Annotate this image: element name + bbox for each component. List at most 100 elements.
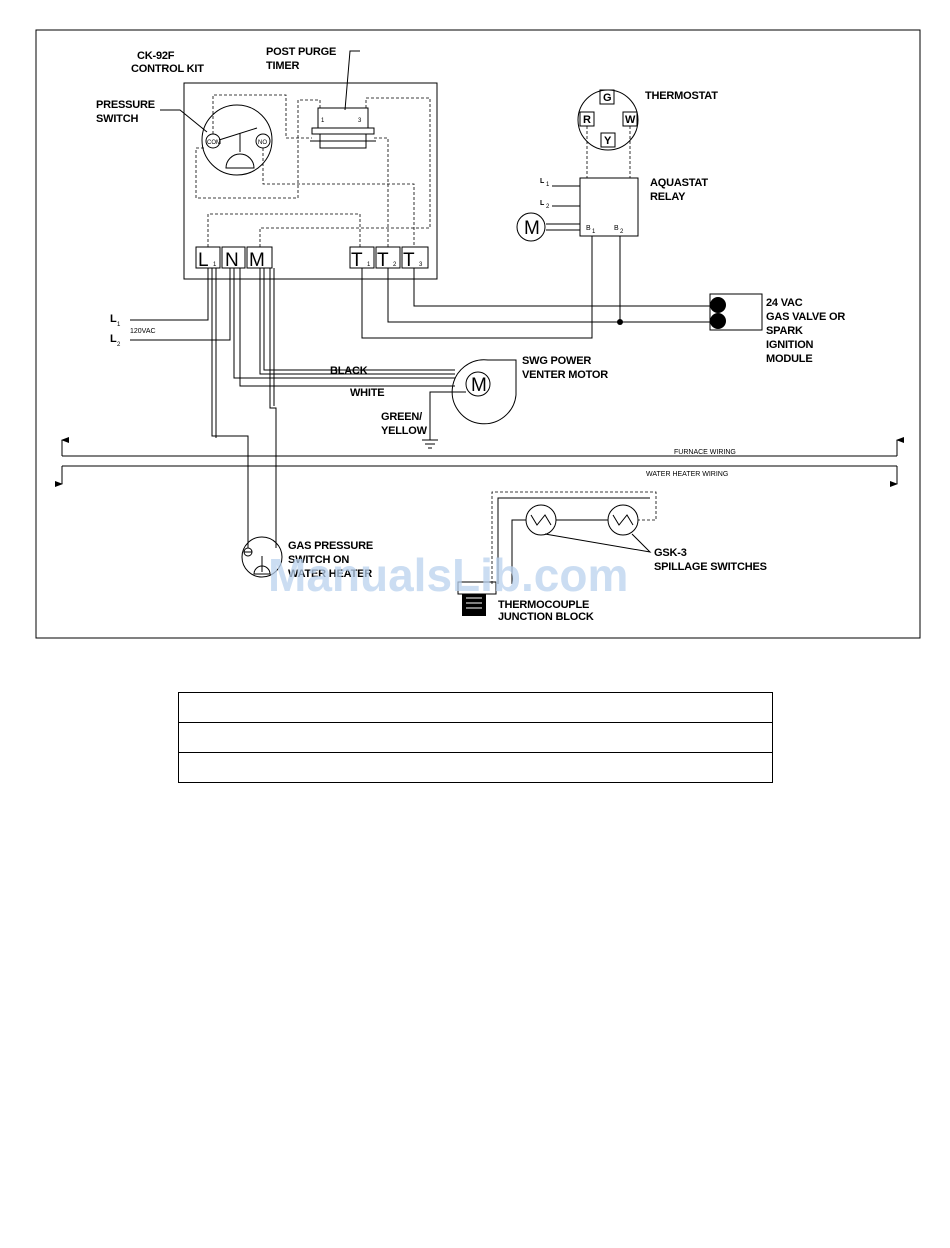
aquastat-relay-label-2: RELAY (650, 191, 686, 203)
aquastat-relay-label: AQUASTAT (650, 177, 708, 189)
legend-table (178, 692, 773, 783)
spillage-switches-label: GSK-3 (654, 547, 687, 559)
terminal-t1: T 1 (349, 246, 375, 271)
svg-text:WATER HEATER WIRING: WATER HEATER WIRING (646, 471, 728, 478)
svg-text:120VAC: 120VAC (130, 328, 156, 335)
table-cell (178, 692, 773, 723)
junction-dot (617, 319, 623, 325)
table-cell (178, 722, 773, 753)
thermocouple-junction-block-symbol (457, 581, 497, 616)
svg-text:SPARK: SPARK (766, 325, 803, 337)
black-wire-label: BLACK (330, 365, 368, 377)
svg-text:IGNITION: IGNITION (766, 339, 814, 351)
pressure-switch-label: PRESSURE (96, 99, 155, 111)
svg-text:3: 3 (419, 262, 423, 268)
thermocouple-label-2: JUNCTION BLOCK (498, 611, 594, 623)
gas-pressure-switch-label-2: SWITCH ON (288, 554, 349, 566)
spillage-switch-1 (525, 504, 557, 536)
watermark: ManualsLib.com (268, 549, 628, 601)
thermostat-label: THERMOSTAT (645, 90, 718, 102)
spillage-switches-label-2: SPILLAGE SWITCHES (654, 561, 767, 573)
control-kit-title: CK-92F (137, 50, 175, 62)
venter-motor-label-2: VENTER MOTOR (522, 369, 608, 381)
ground-wire-label: GREEN/ (381, 411, 422, 423)
thermostat-symbol: G R W Y (577, 89, 639, 178)
svg-text:B: B (614, 225, 619, 232)
svg-text:3: 3 (358, 118, 362, 124)
svg-text:G: G (603, 92, 611, 104)
svg-text:2: 2 (620, 229, 624, 235)
pressure-switch-symbol: COM NO (201, 104, 273, 176)
terminal-t2: T 2 (375, 246, 401, 271)
terminal-n: N (221, 246, 246, 271)
svg-text:B: B (586, 225, 591, 232)
svg-text:FURNACE WIRING: FURNACE WIRING (674, 449, 736, 456)
terminal-l1: L 1 (195, 246, 221, 271)
svg-text:1: 1 (546, 182, 550, 188)
furnace-wiring-separator: FURNACE WIRING (61, 437, 904, 457)
water-heater-wiring-separator: WATER HEATER WIRING (55, 465, 898, 487)
svg-text:M: M (524, 218, 540, 239)
line-voltage-wiring (130, 268, 455, 548)
svg-text:2: 2 (117, 342, 121, 348)
svg-text:R: R (583, 114, 591, 126)
control-kit-subtitle: CONTROL KIT (131, 63, 204, 75)
post-purge-timer-symbol: 1 3 (310, 107, 376, 149)
svg-text:1: 1 (367, 262, 371, 268)
table-row (178, 722, 773, 753)
svg-text:L: L (540, 178, 545, 185)
venter-motor-symbol: M (451, 359, 517, 425)
svg-text:T: T (377, 250, 389, 271)
spillage-switch-2 (607, 504, 639, 536)
gas-pressure-switch-label-3: WATER HEATER (288, 568, 372, 580)
svg-text:24 VAC: 24 VAC (766, 297, 803, 309)
table-cell (178, 752, 773, 783)
pressure-switch-label-2: SWITCH (96, 113, 138, 125)
svg-text:1: 1 (213, 262, 217, 268)
spillage-switches-wiring (491, 491, 657, 584)
gas-pressure-switch-symbol (241, 536, 283, 578)
gas-valve-symbol (709, 293, 763, 331)
table-row (178, 692, 773, 723)
post-purge-timer-label: POST PURGE (266, 46, 336, 58)
svg-text:GAS VALVE OR: GAS VALVE OR (766, 311, 845, 323)
gas-pressure-switch-label: GAS PRESSURE (288, 540, 373, 552)
diagram-frame (35, 29, 921, 639)
svg-text:L: L (540, 200, 545, 207)
svg-text:NO: NO (258, 140, 267, 146)
control-kit-box (183, 82, 438, 280)
control-kit-internal-wiring (195, 94, 431, 247)
svg-text:M: M (249, 250, 265, 271)
pressure-switch-leader (160, 109, 208, 133)
svg-text:M: M (471, 375, 487, 396)
svg-text:T: T (351, 250, 363, 271)
white-wire-label: WHITE (350, 387, 384, 399)
terminal-t3: T 3 (401, 246, 429, 271)
svg-text:L: L (198, 250, 209, 271)
ground-symbol (422, 391, 466, 449)
svg-text:W: W (625, 114, 636, 126)
svg-text:COM: COM (207, 140, 221, 146)
svg-text:1: 1 (321, 118, 325, 124)
svg-text:T: T (403, 250, 415, 271)
table-row (178, 752, 773, 783)
spillage-switches-leader (544, 533, 652, 553)
svg-text:Y: Y (604, 135, 612, 147)
svg-text:2: 2 (546, 204, 550, 210)
ground-wire-label-2: YELLOW (381, 425, 428, 437)
venter-motor-label: SWG POWER (522, 355, 591, 367)
post-purge-timer-label-2: TIMER (266, 60, 299, 72)
svg-text:MODULE: MODULE (766, 353, 812, 365)
svg-text:1: 1 (117, 322, 121, 328)
low-voltage-wiring (361, 236, 710, 339)
terminal-m: M (246, 246, 273, 271)
svg-text:L: L (110, 313, 117, 325)
aquastat-relay-symbol: B 1 B 2 M L 1 L 2 (516, 177, 639, 242)
svg-text:N: N (225, 250, 239, 271)
svg-text:2: 2 (393, 262, 397, 268)
svg-text:L: L (110, 333, 117, 345)
thermocouple-label: THERMOCOUPLE (498, 599, 589, 611)
gas-valve-label: 24 VAC GAS VALVE OR SPARK IGNITION MODUL… (766, 297, 846, 365)
timer-leader-line (344, 50, 360, 111)
